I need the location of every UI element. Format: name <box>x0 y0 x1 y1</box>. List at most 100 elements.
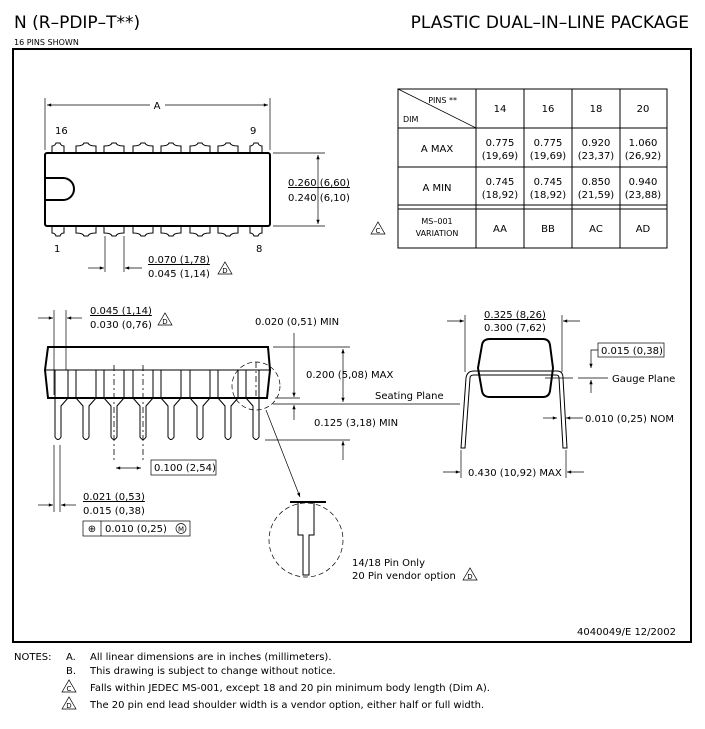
pins-shown: 16 PINS SHOWN <box>14 38 79 47</box>
corner-pins: PINS ** <box>428 96 457 105</box>
note-c-triangle-icon <box>61 679 77 693</box>
detail-note-line1: 14/18 Pin Only <box>352 558 425 569</box>
cell-inch: 0.775 <box>486 138 515 149</box>
detail-note-line2: 20 Pin vendor option <box>352 571 456 582</box>
position-tolerance: 0.010 (0,25) <box>105 524 167 535</box>
pin-9-label: 9 <box>250 126 256 137</box>
notes: NOTES: A. All linear dimensions are in i… <box>14 652 490 711</box>
cell-mm: (18,92) <box>530 190 567 201</box>
cell-inch: 0.940 <box>629 177 658 188</box>
end-view-body <box>476 338 555 398</box>
note-d-flag: D <box>467 573 472 581</box>
row-spacing-max: 0.325 (8,26) <box>484 310 546 321</box>
cell-inch: 0.775 <box>534 138 563 149</box>
package-title: PLASTIC DUAL–IN–LINE PACKAGE <box>411 13 689 33</box>
top-view-body <box>44 152 271 227</box>
note-d-flag: D <box>162 318 167 326</box>
cell-mm: (26,92) <box>625 151 662 162</box>
note-d-text: The 20 pin end lead shoulder width is a … <box>89 700 484 711</box>
note-a-text: All linear dimensions are in inches (mil… <box>90 652 332 663</box>
top-view-pins <box>51 142 263 237</box>
shoulder-min: 0.045 (1,14) <box>148 269 210 280</box>
lead-width-max: 0.021 (0,53) <box>83 492 145 503</box>
cell-inch: 0.745 <box>534 177 563 188</box>
cell-inch: 0.920 <box>582 138 611 149</box>
end-lead-max: 0.045 (1,14) <box>90 306 152 317</box>
pin-1-label: 1 <box>54 244 60 255</box>
overall-width-dim: 0.430 (10,92) MAX <box>468 468 562 479</box>
row-spacing-min: 0.300 (7,62) <box>484 323 546 334</box>
top-pin <box>189 142 211 153</box>
cell-inch: 1.060 <box>629 138 658 149</box>
note-d-triangle-icon <box>61 696 77 710</box>
pitch-box <box>150 459 217 476</box>
seating-plane-label: Seating Plane <box>375 391 444 402</box>
document-number: 4040049/E 12/2002 <box>577 627 676 638</box>
note-c-text: Falls within JEDEC MS-001, except 18 and… <box>90 683 490 694</box>
end-lead-min: 0.030 (0,76) <box>90 320 152 331</box>
variation-label-2: VARIATION <box>416 229 459 238</box>
shoulder-max: 0.070 (1,78) <box>148 255 210 266</box>
side-lead <box>245 370 260 440</box>
top-pin <box>103 142 125 153</box>
top-view: A 16 9 1 8 0.260 (6,60) 0.240 (6,10) 0.0… <box>44 98 350 280</box>
top-pin <box>249 142 263 153</box>
cell-mm: (19,69) <box>482 151 519 162</box>
ms001-variation: BB <box>541 224 555 235</box>
side-lead <box>54 370 69 440</box>
side-lead <box>189 370 211 440</box>
top-pin <box>51 142 65 153</box>
note-a-letter: A. <box>66 652 76 663</box>
mmc-symbol: M <box>178 526 184 534</box>
lead-width-min: 0.015 (0,38) <box>83 506 145 517</box>
end-view-leads <box>460 370 568 449</box>
pin-count-header: 18 <box>590 104 603 115</box>
width-max: 0.260 (6,60) <box>288 178 350 189</box>
note-d-flag: D <box>222 267 227 275</box>
pin-count-header: 16 <box>542 104 555 115</box>
side-view: 0.045 (1,14) 0.030 (0,76) D 0.020 (0,51)… <box>38 306 460 537</box>
ms001-variation: AA <box>493 224 507 235</box>
note-b-letter: B. <box>66 666 76 677</box>
side-lead <box>217 370 239 440</box>
cell-inch: 0.745 <box>486 177 515 188</box>
top-pin <box>132 142 154 153</box>
note-d-triangle-icon <box>462 567 478 581</box>
bottom-pin <box>132 226 154 237</box>
note-d-triangle-icon <box>157 312 173 326</box>
lead-thickness-dim: 0.010 (0,25) NOM <box>585 414 674 425</box>
top-pin <box>160 142 182 153</box>
dim-a-label: A <box>154 101 161 112</box>
lead-length-dim: 0.125 (3,18) MIN <box>314 418 398 429</box>
corner-dim: DIM <box>403 115 419 124</box>
pin1-notch <box>45 177 75 201</box>
bottom-pin <box>160 226 182 237</box>
row-label: A MAX <box>421 144 453 155</box>
position-symbol-icon: ⊕ <box>88 524 96 535</box>
note-c-flag: C <box>376 227 381 235</box>
note-c-letter: C <box>67 685 72 693</box>
cell-mm: (18,92) <box>482 190 519 201</box>
ms001-variation: AC <box>589 224 603 235</box>
package-code: N (R–PDIP–T**) <box>14 13 140 33</box>
side-lead <box>160 370 182 440</box>
bottom-pin <box>189 226 211 237</box>
detail-view: 14/18 Pin Only 20 Pin vendor option D <box>268 501 478 582</box>
height-dim: 0.200 (5,08) MAX <box>306 370 394 381</box>
side-lead <box>75 370 97 440</box>
notes-heading: NOTES: <box>14 652 52 663</box>
drawing-frame <box>12 48 692 643</box>
bottom-pin <box>249 226 263 237</box>
cell-inch: 0.850 <box>582 177 611 188</box>
top-pin <box>75 142 97 153</box>
pin-16-label: 16 <box>55 126 68 137</box>
note-d-letter: D <box>66 702 71 710</box>
end-view: 0.325 (8,26) 0.300 (7,62) 0.015 (0,38) G… <box>443 310 675 479</box>
gauge-plane-label: Gauge Plane <box>612 374 675 385</box>
gauge-offset-dim: 0.015 (0,38) <box>601 346 663 357</box>
bottom-pin <box>103 226 125 237</box>
bottom-pin <box>51 226 65 237</box>
position-tolerance-frame <box>82 520 191 537</box>
pin-count-header: 20 <box>637 104 650 115</box>
